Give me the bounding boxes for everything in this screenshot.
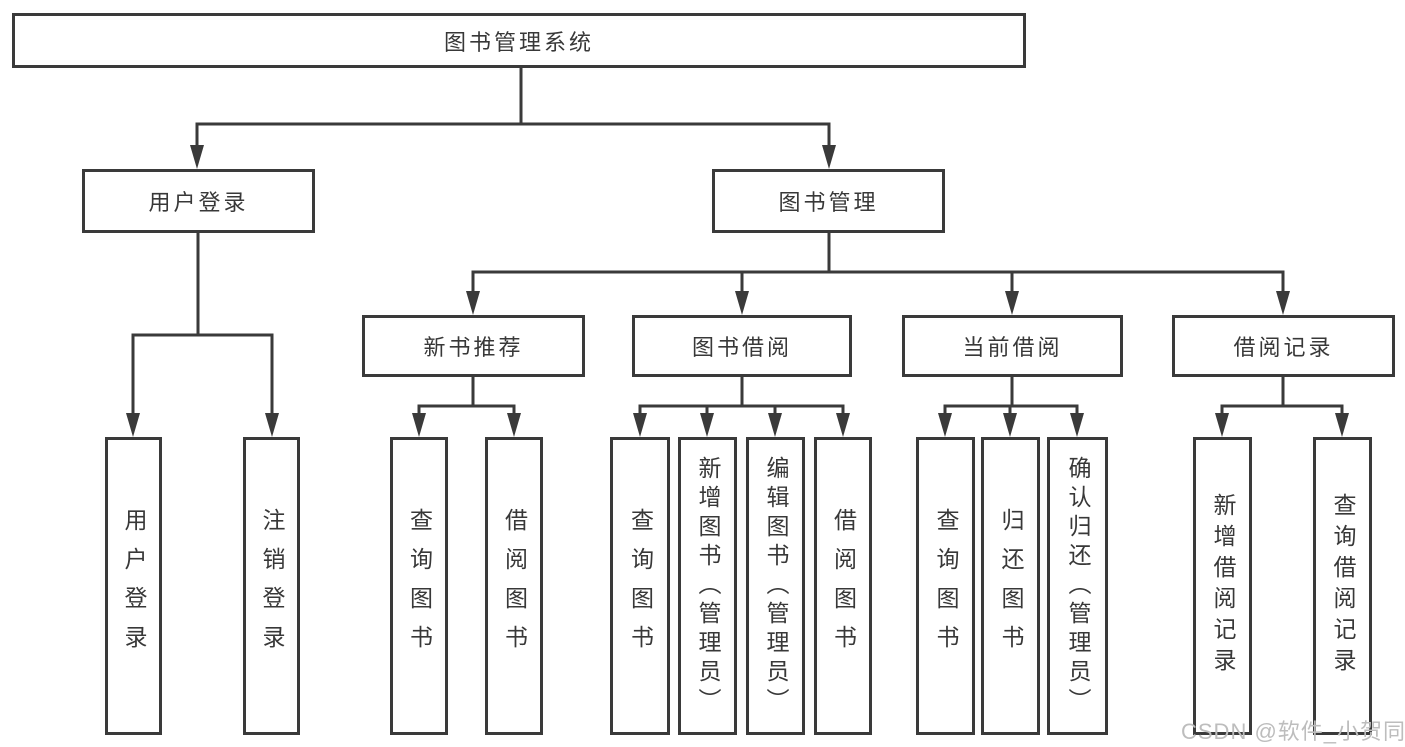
node-label: 用户登录 — [121, 508, 147, 664]
node-add-borrow-record: 新增借阅记录 — [1193, 437, 1252, 735]
node-root: 图书管理系统 — [12, 13, 1026, 68]
node-new-book-recommend: 新书推荐 — [362, 315, 585, 377]
node-borrow-records: 借阅记录 — [1172, 315, 1395, 377]
node-label: 借阅记录 — [1233, 335, 1334, 360]
node-label: 新增图书（管理员） — [695, 455, 721, 717]
node-user-login-action: 用户登录 — [105, 437, 162, 735]
node-label: 借阅图书 — [830, 508, 857, 664]
node-label: 图书管理系统 — [443, 29, 594, 55]
node-logout: 注销登录 — [243, 437, 300, 735]
node-add-books-admin: 新增图书（管理员） — [678, 437, 737, 735]
node-confirm-return-admin: 确认归还（管理员） — [1047, 437, 1108, 735]
node-label: 确认归还（管理员） — [1065, 455, 1091, 717]
node-label: 查询借阅记录 — [1330, 493, 1356, 679]
node-recommend-query-books: 查询图书 — [390, 437, 448, 735]
node-current-borrow: 当前借阅 — [902, 315, 1123, 377]
node-label: 图书借阅 — [691, 335, 792, 360]
node-label: 新增借阅记录 — [1210, 493, 1236, 679]
node-query-borrow-record: 查询借阅记录 — [1313, 437, 1372, 735]
node-label: 借阅图书 — [501, 508, 528, 664]
node-edit-books-admin: 编辑图书（管理员） — [746, 437, 805, 735]
node-user-login: 用户登录 — [82, 169, 315, 233]
node-label: 查询图书 — [627, 508, 654, 664]
node-label: 查询图书 — [933, 508, 959, 664]
node-return-books: 归还图书 — [981, 437, 1040, 735]
node-label: 当前借阅 — [962, 335, 1063, 360]
node-borrow-books: 借阅图书 — [814, 437, 872, 735]
node-label: 注销登录 — [259, 508, 285, 664]
node-label: 用户登录 — [148, 190, 249, 215]
csdn-watermark: CSDN @软件_小贺同学 — [1181, 719, 1405, 744]
node-label: 编辑图书（管理员） — [763, 455, 789, 717]
node-label: 查询图书 — [406, 508, 433, 664]
node-label: 归还图书 — [998, 508, 1024, 664]
node-label: 新书推荐 — [423, 335, 524, 360]
node-book-management: 图书管理 — [712, 169, 945, 233]
node-current-query-books: 查询图书 — [916, 437, 975, 735]
node-book-borrow: 图书借阅 — [632, 315, 852, 377]
node-recommend-borrow-books: 借阅图书 — [485, 437, 543, 735]
node-label: 图书管理 — [778, 190, 879, 215]
node-borrow-query-books: 查询图书 — [610, 437, 670, 735]
